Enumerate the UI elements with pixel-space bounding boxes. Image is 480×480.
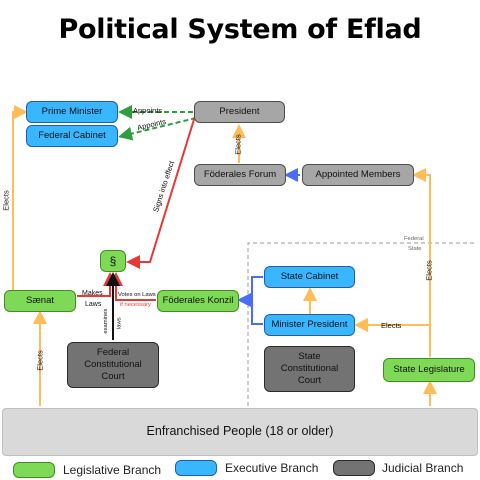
elects-state-legislature-label: Elects: [424, 260, 434, 281]
federal-court-node: Federal Constitutional Court: [67, 342, 159, 388]
legislative-legend-label: Legislative Branch: [63, 463, 162, 477]
elects-people-saenat-label: Elects: [35, 350, 45, 371]
state-legislature-node: State Legislature: [383, 358, 475, 382]
elects-minister-president-label: Elects: [381, 321, 402, 330]
arrow-saenat-elects-pm: [12, 105, 28, 290]
arrow-president-signs: [126, 112, 197, 269]
executive-swatch: [175, 460, 217, 476]
arrow-president-appoints-cabinet: [118, 117, 197, 141]
state-court-node: State Constitutional Court: [264, 346, 355, 392]
arrow-state-legislature-elects-members: [412, 168, 431, 357]
laws-examined-label: laws: [116, 317, 123, 329]
paragraph-node: §: [100, 250, 126, 272]
minister-president-node: Minister President: [264, 314, 355, 336]
appointed-members-node: Appointed Members: [302, 164, 414, 186]
state-cabinet-node: State Cabinet: [264, 266, 355, 288]
arrow-minister-to-konzil: [237, 293, 263, 325]
if-necessary-label: if necessary: [120, 302, 151, 308]
appoints-label-1: Appoints: [133, 106, 163, 115]
federal-state-divider: [247, 242, 475, 420]
makes-label: Makes: [82, 290, 103, 297]
president-node: President: [194, 101, 285, 123]
legislative-swatch: [13, 462, 55, 478]
votes-on-laws-label: Votes on Laws: [118, 292, 156, 298]
foderales-forum-node: Föderales Forum: [194, 164, 286, 186]
judicial-swatch: [333, 460, 375, 476]
arrow-cabinet-to-konzil: [251, 276, 263, 300]
people-node: Enfranchised People (18 or older): [2, 408, 478, 456]
elects-president-label: Elects: [233, 134, 243, 155]
examines-label: examines: [103, 308, 110, 334]
page-title: Political System of Eflad: [58, 14, 422, 45]
executive-legend-label: Executive Branch: [225, 461, 319, 475]
federal-cabinet-node: Federal Cabinet: [26, 125, 118, 147]
saenat-node: Sænat: [4, 290, 76, 312]
foderales-konzil-node: Föderales Konzil: [157, 290, 239, 312]
elects-left-label: Elects: [1, 190, 11, 211]
prime-minister-node: Prime Minister: [26, 101, 118, 123]
federal-label: Federal: [404, 236, 424, 242]
judicial-legend-label: Judicial Branch: [382, 461, 464, 475]
state-label: State: [408, 246, 422, 252]
laws-label: Laws: [85, 301, 102, 308]
